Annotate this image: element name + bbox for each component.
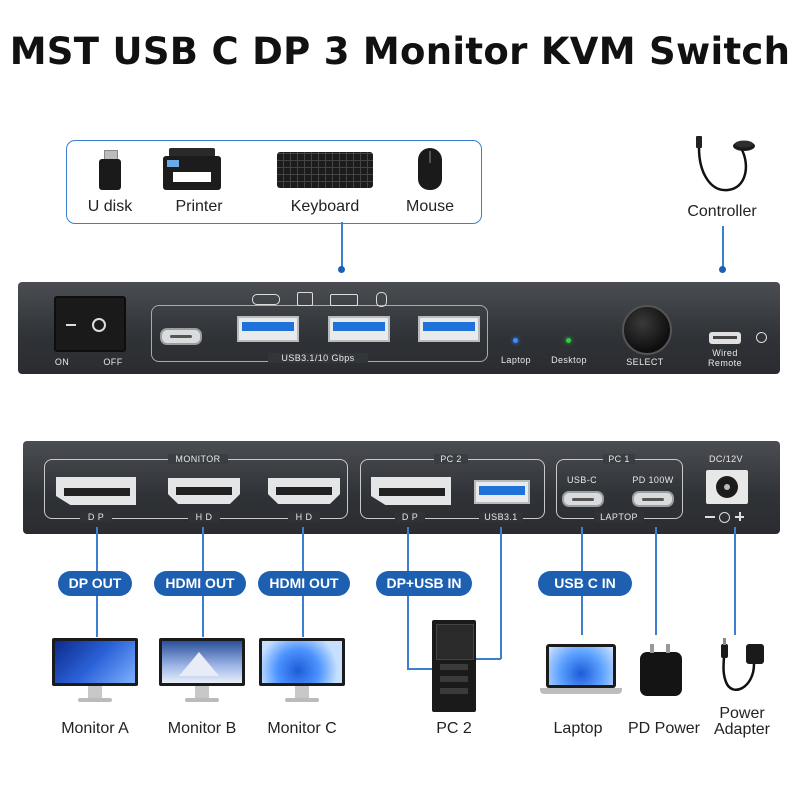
pd-port-label: PD 100W (632, 475, 674, 485)
laptop-led (513, 338, 518, 343)
front-usb-a-port-3[interactable] (418, 316, 480, 342)
pc1-ports-frame (556, 459, 683, 519)
laptop-group-label: LAPTOP (594, 512, 644, 522)
connector-line (655, 527, 657, 635)
on-label: ON (54, 357, 70, 367)
connector-line (341, 222, 343, 268)
dp-label: D P (80, 512, 112, 522)
connector-line (472, 658, 501, 660)
off-label: OFF (103, 357, 123, 367)
printer-icon (163, 148, 221, 192)
usb-drive-icon (99, 150, 121, 190)
wired-remote-label-1: Wired (712, 348, 738, 358)
dp-out-port[interactable] (56, 477, 136, 505)
pc1-group-label: PC 1 (603, 454, 635, 464)
controller-label: Controller (687, 203, 757, 220)
monitor-group-label: MONITOR (168, 454, 228, 464)
desktop-led (566, 338, 571, 343)
monitor-a-label: Monitor A (61, 720, 129, 737)
power-adapter-icon (721, 638, 764, 692)
keyboard-icon (277, 152, 373, 188)
pd-power-label: PD Power (627, 720, 701, 737)
select-label: SELECT (626, 357, 664, 367)
hdmi-out-pill-2: HDMI OUT (258, 571, 350, 596)
dp-out-pill: DP OUT (58, 571, 132, 596)
peripheral-label-keyboard: Keyboard (290, 198, 360, 215)
monitor-c-icon (259, 638, 345, 704)
pc2-group-label: PC 2 (434, 454, 468, 464)
dp-usb-in-pill: DP+USB IN (376, 571, 472, 596)
keyboard-small-icon (330, 294, 358, 306)
hdmi-out-pill-1: HDMI OUT (154, 571, 246, 596)
connector-line (407, 527, 409, 669)
peripheral-label-printer: Printer (175, 198, 223, 215)
mouse-icon (418, 148, 442, 190)
connector-dot (338, 266, 345, 273)
monitor-b-icon (159, 638, 245, 704)
hdmi-out-port-2[interactable] (268, 478, 340, 504)
front-usb-c-port[interactable] (160, 328, 202, 345)
select-button[interactable] (622, 305, 672, 355)
connector-line (500, 527, 502, 659)
laptop-led-label: Laptop (501, 355, 531, 365)
power-adapter-label-2: Adapter (713, 721, 771, 738)
pd-usb-c-port[interactable] (632, 491, 674, 507)
usb-c-cable-icon (252, 294, 280, 305)
polarity-icon (705, 512, 747, 523)
connector-dot (719, 266, 726, 273)
connector-line (407, 668, 441, 670)
hd-label-2: H D (288, 512, 320, 522)
laptop-label: Laptop (553, 720, 603, 737)
printer-small-icon (297, 292, 313, 306)
peripheral-label-udisk: U disk (87, 198, 133, 215)
wired-remote-port[interactable] (709, 332, 741, 344)
pd-charger-icon (640, 644, 682, 696)
usb-speed-label: USB3.1/10 Gbps (268, 353, 368, 363)
power-adapter-label-1: Power (719, 705, 765, 722)
usbc-port-label: USB-C (566, 475, 597, 485)
pc2-dp-label: D P (395, 512, 425, 522)
wired-remote-label-2: Remote (708, 358, 742, 368)
mouse-small-icon (376, 292, 387, 307)
hd-label-1: H D (188, 512, 220, 522)
desktop-led-label: Desktop (551, 355, 587, 365)
hdmi-out-port-1[interactable] (168, 478, 240, 504)
pc-tower-icon (432, 620, 476, 712)
monitor-c-label: Monitor C (267, 720, 337, 737)
dc-label: DC/12V (709, 454, 743, 464)
connector-line (722, 226, 724, 268)
pc2-usb-port[interactable] (474, 480, 530, 504)
front-usb-a-port-2[interactable] (328, 316, 390, 342)
pc2-usb-label: USB3.1 (479, 512, 523, 522)
pc2-dp-in-port[interactable] (371, 477, 451, 505)
peripheral-label-mouse: Mouse (405, 198, 455, 215)
laptop-usb-c-port[interactable] (562, 491, 604, 507)
page-title: MST USB C DP 3 Monitor KVM Switch (9, 30, 791, 73)
peripherals-box (66, 140, 482, 224)
power-switch[interactable] (54, 296, 126, 352)
connector-line (734, 527, 736, 635)
monitor-b-label: Monitor B (167, 720, 237, 737)
dc-power-port[interactable] (706, 470, 748, 504)
pc2-label: PC 2 (436, 720, 472, 737)
laptop-icon (540, 644, 622, 696)
remote-dot-icon (756, 332, 767, 343)
controller-icon (696, 136, 755, 192)
monitor-a-icon (52, 638, 138, 704)
front-usb-a-port-1[interactable] (237, 316, 299, 342)
usb-c-in-pill: USB C IN (538, 571, 632, 596)
